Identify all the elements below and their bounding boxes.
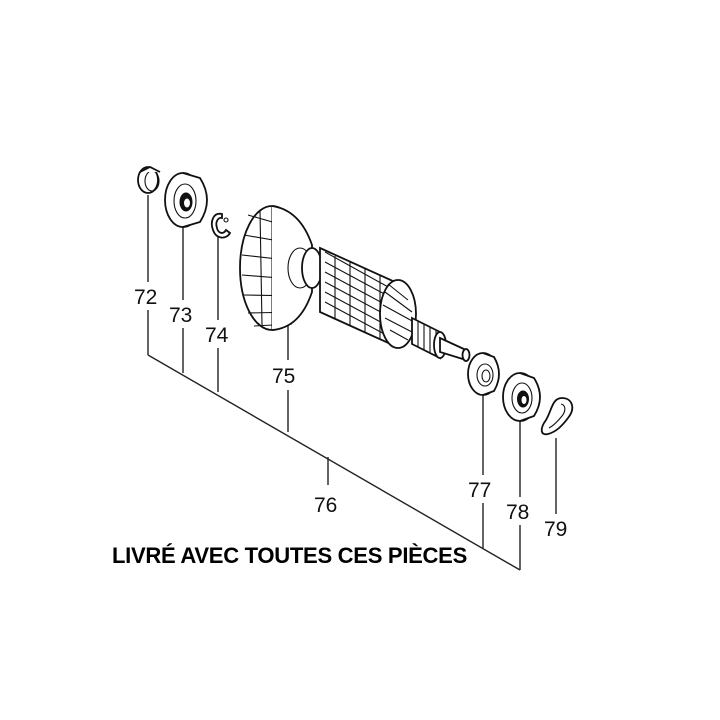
armature-winding [379,279,417,349]
part-74-snap-ring [210,212,232,239]
part-75-armature [239,205,471,362]
part-number-labels: 72 73 74 75 76 77 78 79 [134,286,567,541]
label-76: 76 [314,494,337,517]
part-73-ball-bearing [164,172,208,228]
part-72-bushing [137,165,161,194]
caption-text: LIVRÉ AVEC TOUTES CES PIÈCES [112,543,467,568]
label-77: 77 [468,479,491,502]
leader-lines [147,195,557,571]
part-78-ball-bearing [502,372,541,422]
label-73: 73 [169,304,192,327]
label-72: 72 [134,286,157,309]
part-77-washer [467,352,500,396]
armature-shaft [439,336,471,362]
label-78: 78 [506,501,529,524]
label-79: 79 [544,518,567,541]
label-74: 74 [205,324,229,347]
label-75: 75 [272,365,295,388]
part-79-wave-washer [540,397,574,436]
